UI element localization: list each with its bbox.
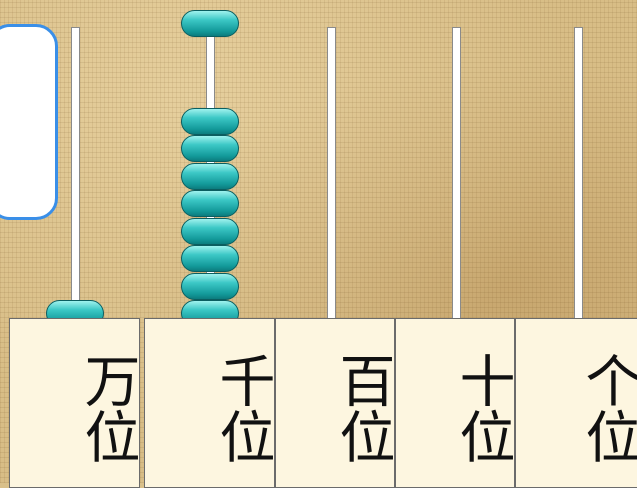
place-cell-shi: 十位	[395, 318, 515, 488]
bead-qian[interactable]	[181, 107, 239, 135]
bead-qian[interactable]	[181, 190, 239, 217]
bead-qian[interactable]	[181, 272, 239, 300]
place-cell-ge: 个位	[515, 318, 637, 488]
place-cell-bai: 百位	[275, 318, 395, 488]
place-label-ge: 个位	[576, 352, 637, 464]
rod-bai	[326, 27, 336, 322]
bead-qian[interactable]	[181, 10, 239, 37]
bead-qian[interactable]	[181, 245, 239, 272]
bead-qian[interactable]	[181, 135, 239, 162]
bead-qian[interactable]	[181, 162, 239, 190]
place-cell-qian: 千位	[144, 318, 275, 488]
place-label-bai: 百位	[330, 352, 395, 464]
place-label-wan: 万位	[75, 352, 140, 464]
place-value-labels: 万位 千位 百位 十位 个位	[9, 318, 637, 488]
rod-shi	[451, 27, 461, 322]
place-label-qian: 千位	[210, 352, 275, 464]
bead-qian[interactable]	[181, 217, 239, 245]
rod-ge	[573, 27, 583, 322]
text-input-box[interactable]	[0, 24, 58, 220]
place-cell-wan: 万位	[9, 318, 140, 488]
place-label-shi: 十位	[450, 352, 515, 464]
rod-wan	[70, 27, 80, 322]
